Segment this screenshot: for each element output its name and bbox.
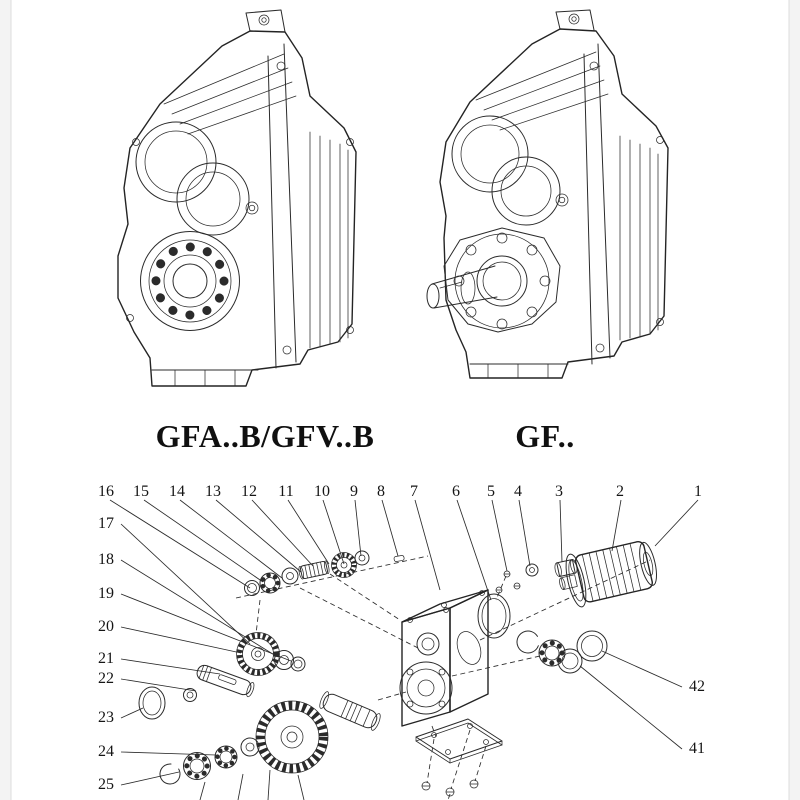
callout-10: 10 — [314, 483, 330, 500]
callout-2: 2 — [616, 483, 624, 500]
callout-25: 25 — [98, 776, 114, 793]
callout-16: 16 — [98, 483, 114, 500]
callout-12: 12 — [241, 483, 257, 500]
part-input-washer-small — [525, 563, 539, 577]
callout-leader-lines — [109, 499, 699, 786]
part-snap-ring — [159, 763, 181, 785]
gearbox-figure-left — [117, 9, 357, 387]
callout-11: 11 — [278, 483, 293, 500]
callout-18: 18 — [98, 551, 114, 568]
callout-9: 9 — [350, 483, 358, 500]
part-input-gear — [331, 552, 357, 578]
part-side-bearing — [538, 639, 566, 667]
part-large-seal-ring — [138, 686, 166, 720]
part-input-end-washer — [354, 550, 370, 566]
model-label-left: GFA..B/GFV..B — [156, 418, 375, 454]
callout-24: 24 — [98, 743, 114, 760]
callout-1: 1 — [694, 483, 702, 500]
callout-21: 21 — [98, 650, 114, 667]
callout-6: 6 — [452, 483, 460, 500]
model-label-right: GF.. — [515, 418, 575, 454]
assembly-axis-lines — [235, 555, 651, 800]
callout-numbers: 16 15 14 13 12 11 10 9 8 7 6 5 4 3 2 1 1… — [98, 483, 705, 793]
bottom-cutoff-leaders — [199, 769, 305, 800]
callout-20: 20 — [98, 618, 114, 635]
part-cover-gasket — [415, 718, 503, 764]
part-seal-ring-41 — [557, 648, 583, 674]
part-output-shaft — [319, 691, 381, 731]
part-input-gasket — [477, 593, 511, 639]
part-output-washer — [240, 737, 260, 757]
callout-7: 7 — [410, 483, 418, 500]
part-shaft-end-washer — [183, 688, 197, 702]
part-motor — [559, 541, 658, 608]
part-output-bearing — [214, 745, 238, 769]
callout-4: 4 — [514, 483, 522, 500]
part-intermediate-shaft — [196, 664, 255, 698]
part-input-pinion-shaft — [298, 560, 330, 580]
callout-13: 13 — [205, 483, 221, 500]
part-input-washer — [281, 567, 299, 585]
callout-22: 22 — [98, 670, 114, 687]
callout-14: 14 — [169, 483, 185, 500]
callout-5: 5 — [487, 483, 495, 500]
callout-41: 41 — [689, 740, 705, 757]
part-housing — [399, 589, 489, 727]
callout-19: 19 — [98, 585, 114, 602]
part-input-bearing — [259, 572, 281, 594]
part-input-seal-ring — [244, 580, 260, 596]
callout-17: 17 — [98, 515, 114, 532]
part-seal-ring-42 — [576, 630, 608, 662]
part-key — [393, 555, 405, 562]
callout-8: 8 — [377, 483, 385, 500]
part-output-gear — [255, 700, 329, 774]
callout-23: 23 — [98, 709, 114, 726]
part-circlip — [516, 630, 540, 654]
callout-15: 15 — [133, 483, 149, 500]
callout-3: 3 — [555, 483, 563, 500]
exploded-parts-diagram — [138, 541, 658, 800]
gearbox-figure-right — [426, 9, 669, 379]
part-flange-screws — [495, 570, 521, 594]
callout-42: 42 — [689, 678, 705, 695]
part-cover-screws — [421, 779, 479, 797]
part-roller-bearing — [183, 752, 211, 780]
part-intermediate-ring — [290, 656, 306, 672]
